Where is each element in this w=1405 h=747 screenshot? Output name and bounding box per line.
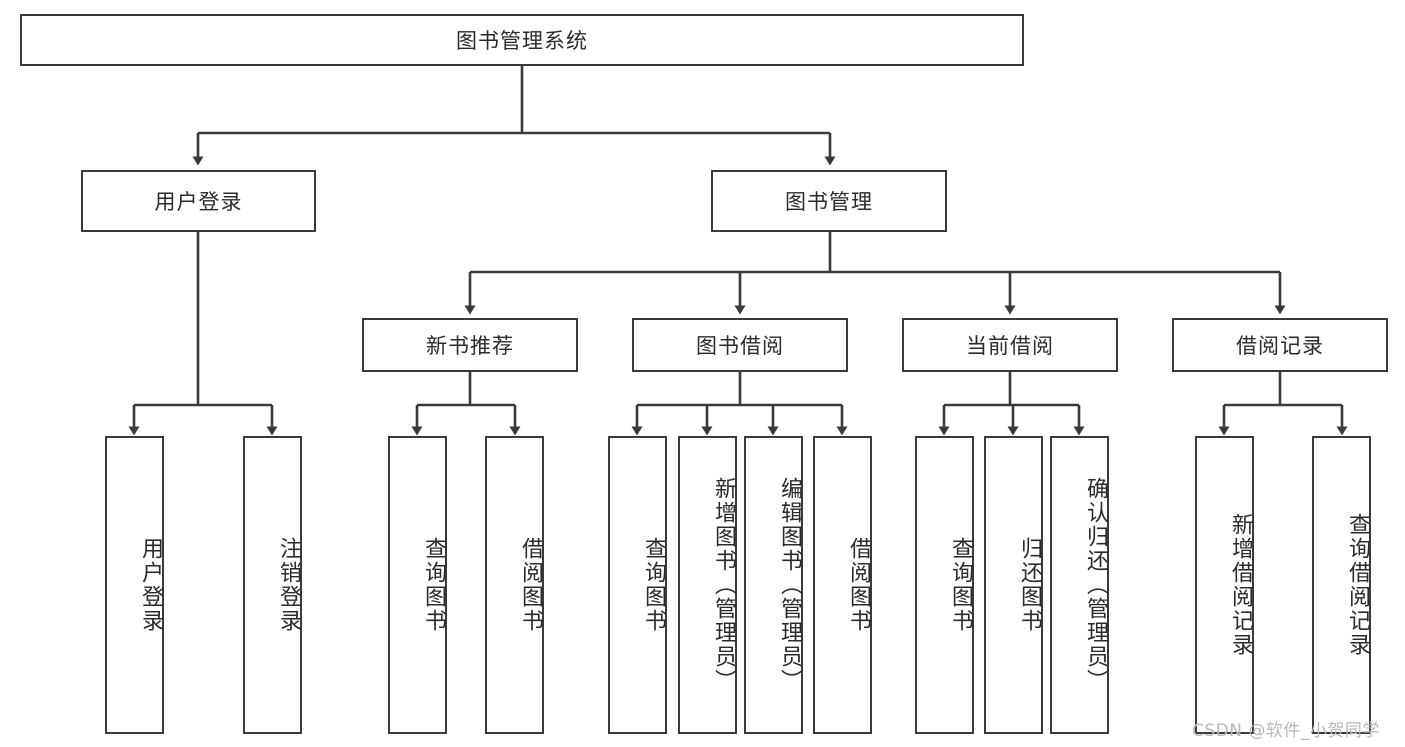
node-label: 当前借阅 [966,334,1054,358]
node-label: 图书借阅 [696,334,784,358]
node-current-borrow[interactable]: 当前借阅 [902,318,1118,372]
node-label: 用户登录 [154,190,243,214]
node-book-borrow[interactable]: 图书借阅 [632,318,848,372]
leaf-borrow-books-recommend[interactable]: 借阅图书 [485,436,544,734]
node-label: 用户登录 [138,537,163,633]
node-label: 查询图书 [641,537,666,633]
node-label: 新增借阅记录 [1228,513,1253,657]
node-label: 借阅记录 [1236,334,1324,358]
leaf-add-borrow-record[interactable]: 新增借阅记录 [1195,436,1254,734]
leaf-user-login[interactable]: 用户登录 [105,436,164,734]
leaf-confirm-return-admin[interactable]: 确认归还（管理员） [1050,436,1109,734]
node-borrow-records[interactable]: 借阅记录 [1172,318,1388,372]
leaf-query-books-recommend[interactable]: 查询图书 [388,436,447,734]
node-label: 确认归还（管理员） [1083,477,1108,693]
node-label: 图书管理系统 [456,29,588,53]
node-label: 借阅图书 [846,537,871,633]
node-new-book-recommend[interactable]: 新书推荐 [362,318,578,372]
node-label: 注销登录 [276,537,301,633]
node-label: 新书推荐 [426,334,514,358]
node-label: 新增图书（管理员） [711,477,736,693]
leaf-edit-book-admin[interactable]: 编辑图书（管理员） [744,436,803,734]
node-book-management[interactable]: 图书管理 [711,170,947,232]
node-label: 查询借阅记录 [1345,513,1370,657]
leaf-query-books-current[interactable]: 查询图书 [915,436,974,734]
node-root[interactable]: 图书管理系统 [20,14,1024,66]
leaf-add-book-admin[interactable]: 新增图书（管理员） [678,436,737,734]
leaf-query-borrow-record[interactable]: 查询借阅记录 [1312,436,1371,734]
node-user-login[interactable]: 用户登录 [81,170,316,232]
watermark-text: CSDN @软件_小贺同学 [1192,721,1380,741]
node-label: 查询图书 [948,537,973,633]
node-label: 编辑图书（管理员） [777,477,802,693]
node-label: 借阅图书 [518,537,543,633]
node-label: 查询图书 [421,537,446,633]
leaf-return-book[interactable]: 归还图书 [984,436,1043,734]
leaf-borrow-book[interactable]: 借阅图书 [813,436,872,734]
node-label: 归还图书 [1017,537,1042,633]
leaf-query-books-borrow[interactable]: 查询图书 [608,436,667,734]
leaf-logout[interactable]: 注销登录 [243,436,302,734]
node-label: 图书管理 [785,190,873,214]
